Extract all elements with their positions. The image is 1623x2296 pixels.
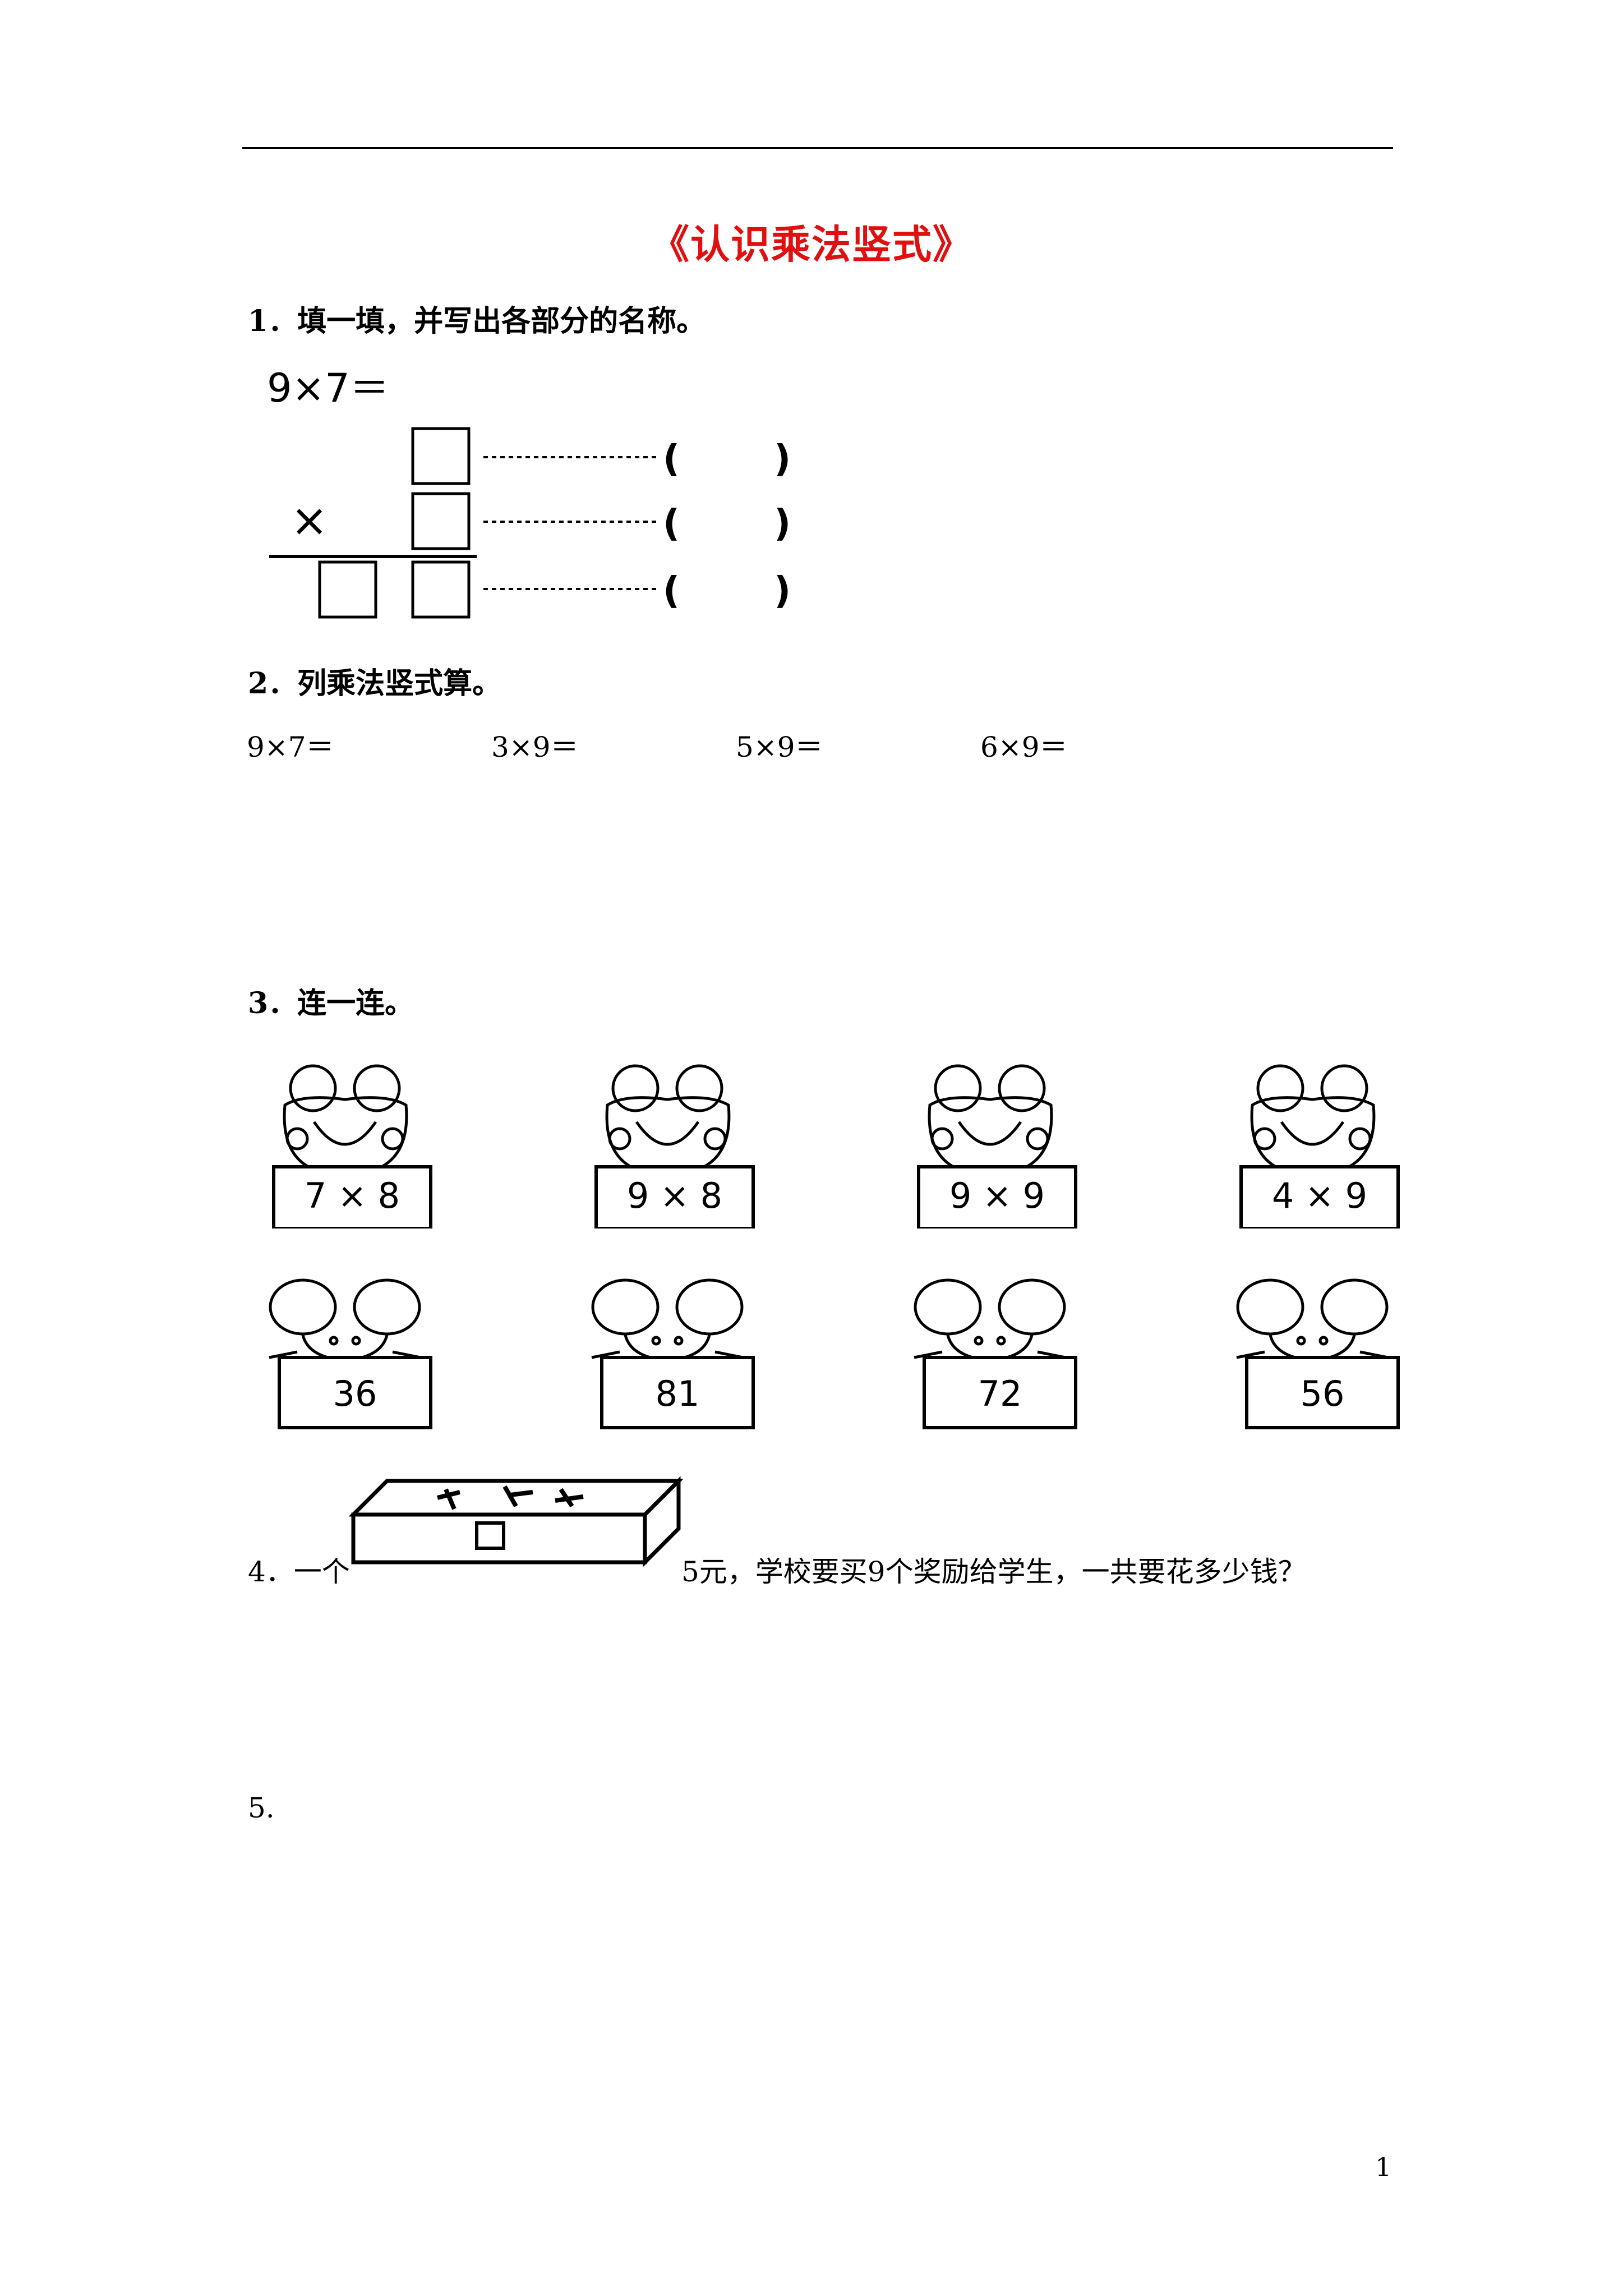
multiplier-box [411,492,471,550]
frog-icon [928,1064,1053,1171]
frog-icon [283,1064,408,1171]
bracket-open: ( [663,437,680,480]
frog-card[interactable]: 7 × 8 [264,1055,443,1228]
frog-icon [1250,1064,1376,1171]
frog-label: 9 × 9 [949,1175,1045,1216]
mouse-card[interactable]: 72 [909,1273,1088,1436]
frog-label: 7 × 8 [305,1175,400,1216]
q2-heading: 2．列乘法竖式算。 [248,666,502,701]
mouse-card[interactable]: 56 [1231,1273,1410,1436]
mouse-icon [1236,1278,1389,1362]
product-ones-box [411,560,471,619]
q1-vertical-form: × ( ) ( ) ( ) [269,427,791,619]
bracket-open: ( [663,569,680,612]
mouse-card[interactable]: 36 [264,1273,443,1436]
frog-card[interactable]: 9 × 8 [586,1055,766,1228]
mouse-label: 56 [1301,1373,1345,1414]
frog-label: 4 × 9 [1272,1175,1367,1216]
frog-card[interactable]: 9 × 9 [909,1055,1088,1228]
mouse-label: 36 [333,1373,377,1414]
q2-equation: 6×9＝ [980,731,1068,763]
mouse-icon [591,1278,744,1362]
bracket-close: ) [774,501,791,545]
page-title: 《认识乘法竖式》 [650,221,973,268]
q2-equation: 3×9＝ [491,731,579,763]
page-number: 1 [1375,2152,1392,2182]
product-tens-box [318,560,377,619]
q1-heading: 1．填一填，并写出各部分的名称。 [248,304,706,338]
q2-equation: 9×7＝ [247,731,334,763]
q2-equation: 5×9＝ [736,731,823,763]
multiplicand-box [411,427,471,485]
q5-label: 5. [248,1792,275,1824]
mouse-icon [269,1278,421,1362]
mouse-label: 72 [978,1373,1022,1414]
mouse-label: 81 [656,1373,700,1414]
q4-prefix: 4．一个 [248,1556,350,1588]
pencil-box-icon [348,1476,684,1567]
bracket-close: ) [774,569,791,612]
q3-heading: 3．连一连。 [248,986,414,1020]
mouse-icon [914,1278,1066,1362]
bracket-open: ( [663,501,680,545]
times-sign: × [291,494,328,546]
mouse-card[interactable]: 81 [586,1273,766,1436]
frog-card[interactable]: 4 × 9 [1231,1055,1410,1228]
q4-question: 5元，学校要买9个奖励给学生，一共要花多少钱？ [681,1556,1306,1588]
q1-expression: 9×7＝ [267,365,389,411]
bracket-close: ) [774,437,791,480]
frog-icon [605,1064,731,1171]
header-rule [242,147,1393,149]
frog-label: 9 × 8 [627,1175,722,1216]
